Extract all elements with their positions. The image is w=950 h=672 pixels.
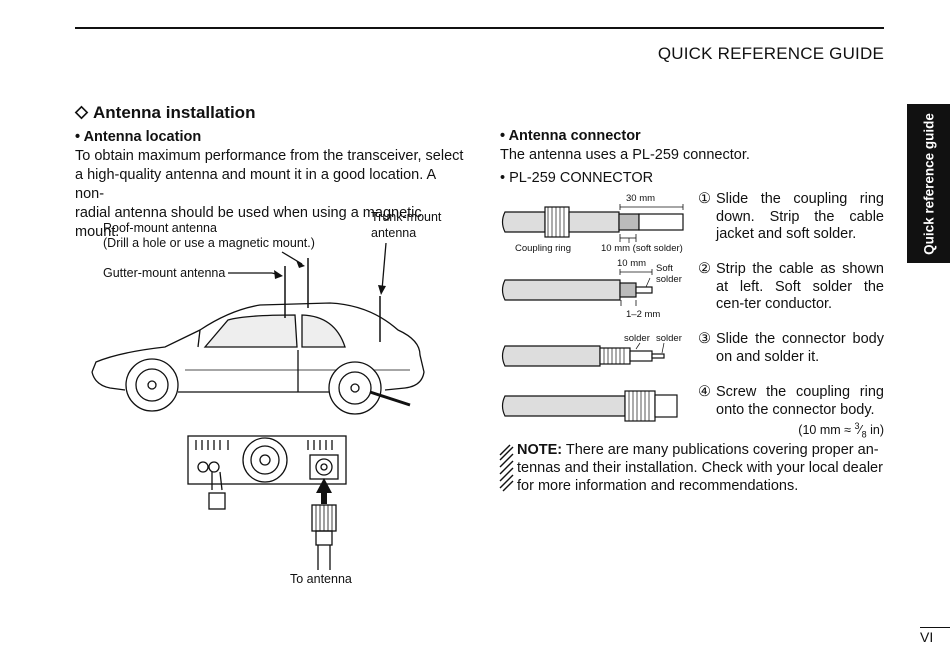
pl259-heading: • PL-259 CONNECTOR <box>500 170 654 186</box>
trunk-mount-label: Trunk-mount <box>371 210 442 224</box>
step-text: Slide the coupling ring down. Strip the … <box>716 191 884 243</box>
page-number-rule <box>920 627 950 628</box>
section-title: Antenna installation <box>74 103 256 123</box>
step-text: Strip the cable as shown at left. Soft s… <box>716 261 884 313</box>
step-text: Slide the connector body on and solder i… <box>716 331 884 365</box>
dim-30mm-label: 30 mm <box>626 193 656 204</box>
step-number: ① <box>698 191 711 207</box>
step-3: ③ Slide the connector body on and solder… <box>698 331 884 366</box>
unit-conversion: (10 mm ≈ 3⁄8 in) <box>798 421 884 440</box>
note-label: NOTE: <box>517 442 563 458</box>
diamond-outline-icon <box>74 105 89 120</box>
dim-1-2mm-label: 1–2 mm <box>626 309 661 320</box>
step-1: ① Slide the coupling ring down. Strip th… <box>698 191 884 244</box>
antenna-connector-text: The antenna uses a PL-259 connector. <box>500 147 750 163</box>
note-hatch-icon <box>499 444 514 492</box>
soft-solder-label-2: solder <box>656 274 682 285</box>
paragraph-line: radial antenna should be used when using… <box>75 205 422 240</box>
step-number: ③ <box>698 331 711 347</box>
header-rule <box>75 27 884 29</box>
paragraph-line: To obtain maximum performance from the t… <box>75 148 464 164</box>
roof-mount-label: Roof-mount antenna <box>103 221 217 235</box>
soft-solder-label: Soft <box>656 263 673 274</box>
dim-10mm-soft-label: 10 mm (soft solder) <box>601 243 683 254</box>
section-title-text: Antenna installation <box>93 103 256 122</box>
step-2: ② Strip the cable as shown at left. Soft… <box>698 261 884 314</box>
conversion-suffix: in) <box>870 423 884 438</box>
page-number: VI <box>920 629 934 645</box>
conversion-prefix: (10 mm ≈ <box>798 423 851 438</box>
step-text: Screw the coupling ring onto the connect… <box>716 384 884 418</box>
antenna-location-heading: • Antenna location <box>75 129 202 145</box>
solder-label-2: solder <box>656 333 682 344</box>
antenna-location-paragraph: To obtain maximum performance from the t… <box>75 147 465 242</box>
note-block: NOTE: There are many publications coveri… <box>500 441 884 495</box>
antenna-connector-heading: • Antenna connector <box>500 128 641 144</box>
side-tab: Quick reference guide <box>907 104 950 263</box>
fraction-numerator: 3 <box>854 421 860 431</box>
to-antenna-label: To antenna <box>290 572 352 586</box>
step-number: ② <box>698 261 711 277</box>
step-4: ④ Screw the coupling ring onto the conne… <box>698 384 884 419</box>
gutter-mount-label: Gutter-mount antenna <box>103 266 226 280</box>
coupling-ring-label: Coupling ring <box>515 243 571 254</box>
solder-label-1: solder <box>624 333 650 344</box>
step-number: ④ <box>698 384 711 400</box>
fraction-denominator: 8 <box>861 429 867 440</box>
header-title: QUICK REFERENCE GUIDE <box>657 44 884 63</box>
roof-mount-note: (Drill a hole or use a magnetic mount.) <box>103 236 315 250</box>
note-text: There are many publications covering pro… <box>517 442 883 494</box>
trunk-mount-label-2: antenna <box>371 226 417 240</box>
paragraph-line: a high-quality antenna and mount it in a… <box>75 167 436 202</box>
dim-10mm-label: 10 mm <box>617 258 647 269</box>
